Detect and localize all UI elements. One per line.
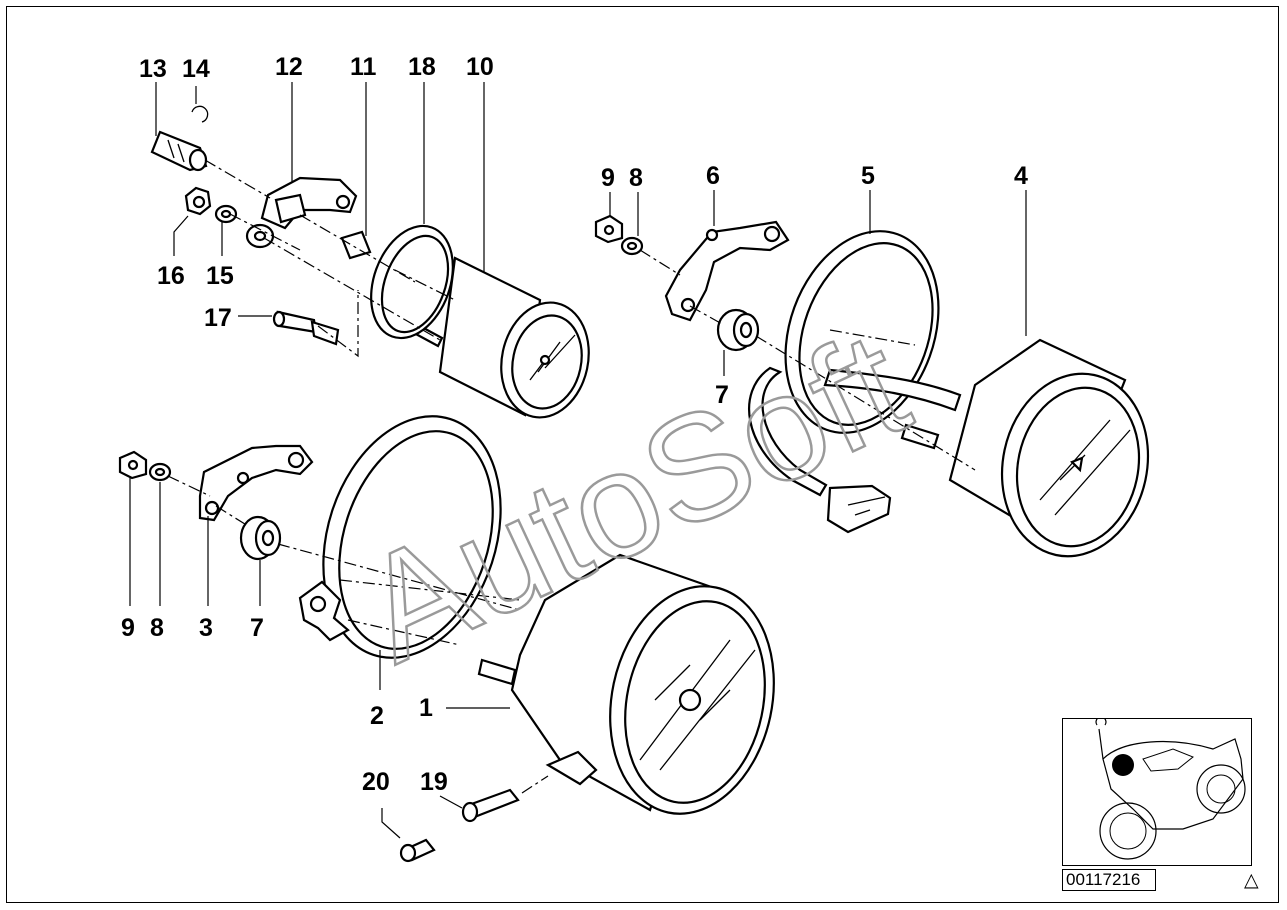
callout-16[interactable]: 16 bbox=[157, 262, 185, 290]
nut-9a[interactable] bbox=[594, 214, 624, 244]
callout-19[interactable]: 19 bbox=[420, 768, 448, 796]
wiring-harness[interactable] bbox=[748, 366, 962, 534]
bracket-12[interactable] bbox=[260, 176, 358, 230]
warning-triangle-icon[interactable]: △ bbox=[1244, 869, 1259, 891]
locator-thumbnail[interactable] bbox=[1062, 716, 1252, 866]
callout-13[interactable]: 13 bbox=[139, 55, 167, 83]
callout-labels: 13 14 12 11 18 10 16 15 17 9 8 6 5 4 7 9… bbox=[121, 53, 1028, 796]
small-gauge-assembly bbox=[150, 105, 599, 426]
callout-11[interactable]: 11 bbox=[350, 53, 377, 81]
callout-9-top[interactable]: 9 bbox=[601, 164, 615, 192]
main-gauge-assembly bbox=[118, 393, 794, 863]
ring-18[interactable] bbox=[356, 215, 467, 350]
callout-8-bottom[interactable]: 8 bbox=[150, 614, 164, 642]
callout-18[interactable]: 18 bbox=[408, 53, 436, 81]
screw-20[interactable] bbox=[399, 838, 436, 863]
callout-leaders bbox=[129, 82, 1027, 839]
bulb-holder-17[interactable] bbox=[272, 310, 340, 346]
callout-14[interactable]: 14 bbox=[182, 55, 210, 83]
callout-12[interactable]: 12 bbox=[275, 53, 303, 81]
gauge-4[interactable] bbox=[900, 338, 1165, 570]
gauge-1[interactable] bbox=[477, 553, 794, 829]
callout-4[interactable]: 4 bbox=[1014, 162, 1028, 190]
callout-7-top[interactable]: 7 bbox=[715, 381, 729, 409]
washer-8b[interactable] bbox=[148, 462, 172, 482]
nut-16[interactable] bbox=[184, 186, 212, 216]
diagram-frame bbox=[6, 6, 1279, 903]
callout-6[interactable]: 6 bbox=[706, 162, 720, 190]
callout-3[interactable]: 3 bbox=[199, 614, 213, 642]
callout-20[interactable]: 20 bbox=[362, 768, 390, 796]
locator-marker bbox=[1112, 754, 1134, 776]
grommet-7b[interactable] bbox=[239, 515, 282, 561]
bracket-3[interactable] bbox=[198, 444, 314, 522]
washer-15[interactable] bbox=[214, 204, 238, 224]
callout-15[interactable]: 15 bbox=[206, 262, 234, 290]
callout-10[interactable]: 10 bbox=[466, 53, 494, 81]
motorcycle-locator-icon bbox=[1095, 716, 1246, 860]
callout-5[interactable]: 5 bbox=[861, 162, 875, 190]
gauge-10[interactable] bbox=[412, 256, 599, 426]
diagram-code: 00117216 bbox=[1062, 869, 1156, 891]
callout-8-top[interactable]: 8 bbox=[629, 164, 643, 192]
callout-7-bottom[interactable]: 7 bbox=[250, 614, 264, 642]
callout-9-bottom[interactable]: 9 bbox=[121, 614, 135, 642]
speedometer-assembly bbox=[594, 214, 1165, 570]
ring-2[interactable] bbox=[294, 393, 530, 681]
grommet-7a[interactable] bbox=[716, 308, 760, 352]
callout-1[interactable]: 1 bbox=[419, 694, 433, 722]
bracket-6[interactable] bbox=[664, 220, 790, 322]
washer-bracket bbox=[245, 223, 275, 249]
insert-13[interactable] bbox=[150, 130, 208, 172]
washer-8a[interactable] bbox=[620, 236, 644, 256]
bolt-19[interactable] bbox=[461, 788, 520, 823]
nut-9b[interactable] bbox=[118, 450, 148, 480]
clip-14[interactable] bbox=[191, 105, 209, 123]
callout-17[interactable]: 17 bbox=[204, 304, 232, 332]
callout-2[interactable]: 2 bbox=[370, 702, 384, 730]
